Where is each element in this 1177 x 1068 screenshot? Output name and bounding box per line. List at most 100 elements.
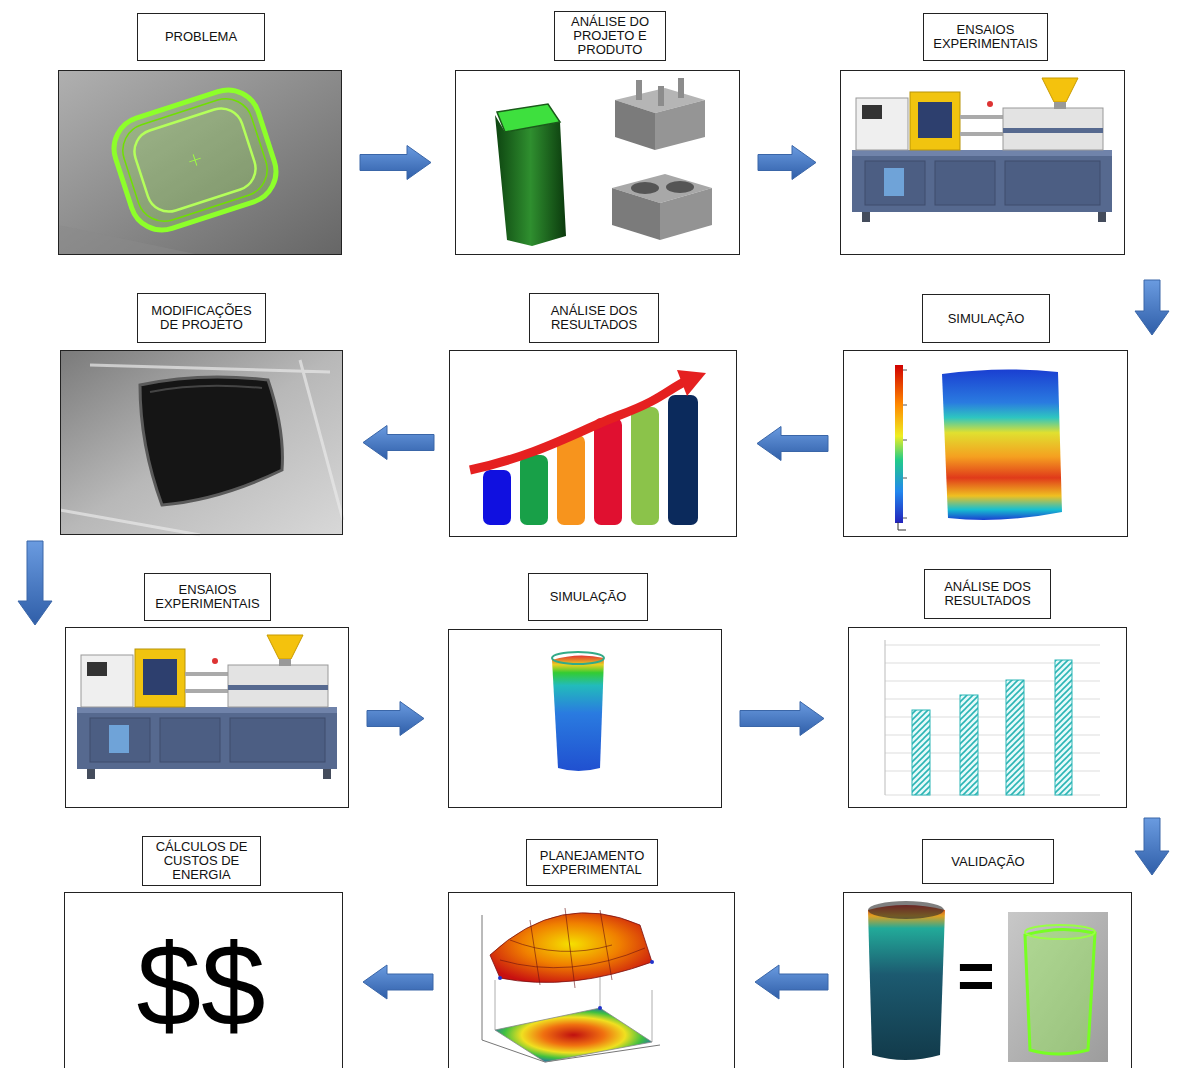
results-bar-chart-part	[594, 418, 622, 525]
step-title: SIMULAÇÃO	[550, 590, 627, 604]
simulation-result-part	[903, 370, 907, 518]
injection-machine	[77, 78, 1112, 779]
product-and-mold-drawing-part	[636, 80, 642, 100]
response-surface-plot	[482, 908, 660, 1062]
response-surface-plot-part	[500, 908, 645, 988]
mold-modification-photo-part	[140, 377, 282, 505]
flow-arrow	[1135, 280, 1169, 335]
flow-arrow	[363, 426, 434, 460]
step-title-box: SIMULAÇÃO	[528, 573, 648, 621]
results-bar-chart-2-part	[1055, 660, 1072, 795]
results-bar-chart-part	[668, 395, 698, 525]
simulation-result-2-part	[552, 655, 604, 771]
validation-images-part	[1025, 929, 1095, 1054]
step-panel: SIMULAÇÃO	[448, 629, 722, 808]
step-title-box: ANÁLISE DO PROJETO E PRODUTO	[554, 11, 666, 61]
defect-photo	[58, 70, 342, 255]
results-bar-chart-part	[520, 455, 548, 525]
flow-arrow	[367, 702, 424, 736]
product-and-mold-drawing-part	[660, 188, 712, 240]
flow-arrow	[755, 965, 828, 999]
step-title-box: ENSAIOS EXPERIMENTAIS	[144, 573, 271, 621]
results-bar-chart-2-part	[960, 695, 978, 795]
product-and-mold-drawing-part	[631, 182, 659, 194]
step-title-box: ENSAIOS EXPERIMENTAIS	[923, 13, 1048, 61]
flow-arrow	[18, 541, 52, 625]
flow-arrow	[758, 146, 816, 180]
step-panel: ENSAIOS EXPERIMENTAIS	[840, 70, 1125, 255]
step-title-box: ANÁLISE DOS RESULTADOS	[529, 293, 659, 343]
defect-photo-part	[58, 225, 200, 255]
validation-images-part	[868, 901, 944, 919]
step-title-box: SIMULAÇÃO	[922, 294, 1050, 343]
step-title: SIMULAÇÃO	[948, 312, 1025, 326]
step-title-box: PLANEJAMENTO EXPERIMENTAL	[526, 839, 658, 886]
step-panel: PLANEJAMENTO EXPERIMENTAL	[448, 892, 735, 1068]
step-panel: ENSAIOS EXPERIMENTAIS	[65, 627, 349, 808]
step-title-box: ANÁLISE DOS RESULTADOS	[924, 569, 1051, 619]
results-bar-chart-2-part	[885, 640, 886, 795]
results-bar-chart-2-part	[1006, 680, 1024, 795]
defect-photo-part-part	[187, 152, 202, 167]
step-title-box: VALIDAÇÃO	[922, 839, 1054, 884]
step-panel: SIMULAÇÃO	[843, 350, 1128, 537]
simulation-result-part	[895, 365, 903, 523]
step-title: ANÁLISE DOS RESULTADOS	[534, 304, 654, 332]
results-bar-chart-2-part	[885, 645, 1100, 795]
product-and-mold-drawing-part	[658, 86, 664, 106]
response-surface-plot-part	[598, 1006, 602, 1010]
step-title-box: CÁLCULOS DE CUSTOS DE ENERGIA	[142, 836, 261, 886]
flow-arrow	[1135, 818, 1169, 875]
product-and-mold-drawing-part	[678, 78, 684, 98]
simulation-result-part	[898, 522, 906, 530]
flow-arrow	[363, 965, 433, 999]
mold-modification-photo-part	[60, 350, 343, 535]
step-title: ENSAIOS EXPERIMENTAIS	[928, 23, 1043, 51]
step-title: CÁLCULOS DE CUSTOS DE ENERGIA	[147, 840, 256, 882]
defect-photo-part-part	[116, 92, 274, 229]
step-panel: CÁLCULOS DE CUSTOS DE ENERGIA$$	[64, 892, 343, 1068]
response-surface-plot-part	[498, 976, 502, 980]
flow-arrow	[740, 702, 824, 736]
results-bar-chart-2	[885, 640, 1100, 795]
step-panel: VALIDAÇÃO=	[843, 892, 1132, 1068]
step-title: ANÁLISE DO PROJETO E PRODUTO	[559, 15, 661, 57]
step-panel: ANÁLISE DOS RESULTADOS	[848, 627, 1127, 808]
step-panel: MODIFICAÇÕES DE PROJETO	[60, 350, 343, 535]
product-and-mold-drawing-part	[666, 181, 694, 193]
defect-photo-part	[106, 82, 285, 239]
injection-machine-part	[77, 635, 337, 779]
step-title: ENSAIOS EXPERIMENTAIS	[149, 583, 266, 611]
defect-photo-part-part	[129, 103, 261, 217]
response-surface-plot-part	[650, 960, 654, 964]
product-and-mold-drawing-part	[497, 104, 560, 132]
step-title-box: PROBLEMA	[137, 13, 265, 61]
mold-modification-photo	[60, 350, 343, 535]
simulation-result	[895, 365, 1062, 530]
product-and-mold-drawing	[495, 78, 712, 246]
validation-images-part	[1025, 925, 1095, 939]
results-bar-chart-2-part	[912, 710, 930, 795]
flow-arrow	[757, 427, 828, 461]
step-title: MODIFICAÇÕES DE PROJETO	[142, 304, 261, 332]
step-title: PROBLEMA	[165, 30, 237, 44]
flow-arrow	[360, 146, 431, 180]
step-panel: ANÁLISE DO PROJETO E PRODUTO	[455, 70, 740, 255]
step-title: VALIDAÇÃO	[951, 855, 1024, 869]
mold-modification-photo-part	[60, 360, 343, 535]
product-and-mold-drawing-part	[495, 115, 566, 246]
product-and-mold-drawing-part	[612, 188, 660, 240]
step-panel: ANÁLISE DOS RESULTADOS	[449, 350, 737, 537]
injection-machine-part	[852, 78, 1112, 222]
money-symbol: $$	[136, 927, 265, 1043]
product-and-mold-drawing-part	[615, 100, 655, 150]
step-title: PLANEJAMENTO EXPERIMENTAL	[531, 849, 653, 877]
equals-sign: =	[957, 944, 994, 1008]
simulation-result-2	[552, 652, 604, 771]
response-surface-plot-part	[490, 913, 652, 983]
validation-images-part	[868, 905, 945, 1060]
